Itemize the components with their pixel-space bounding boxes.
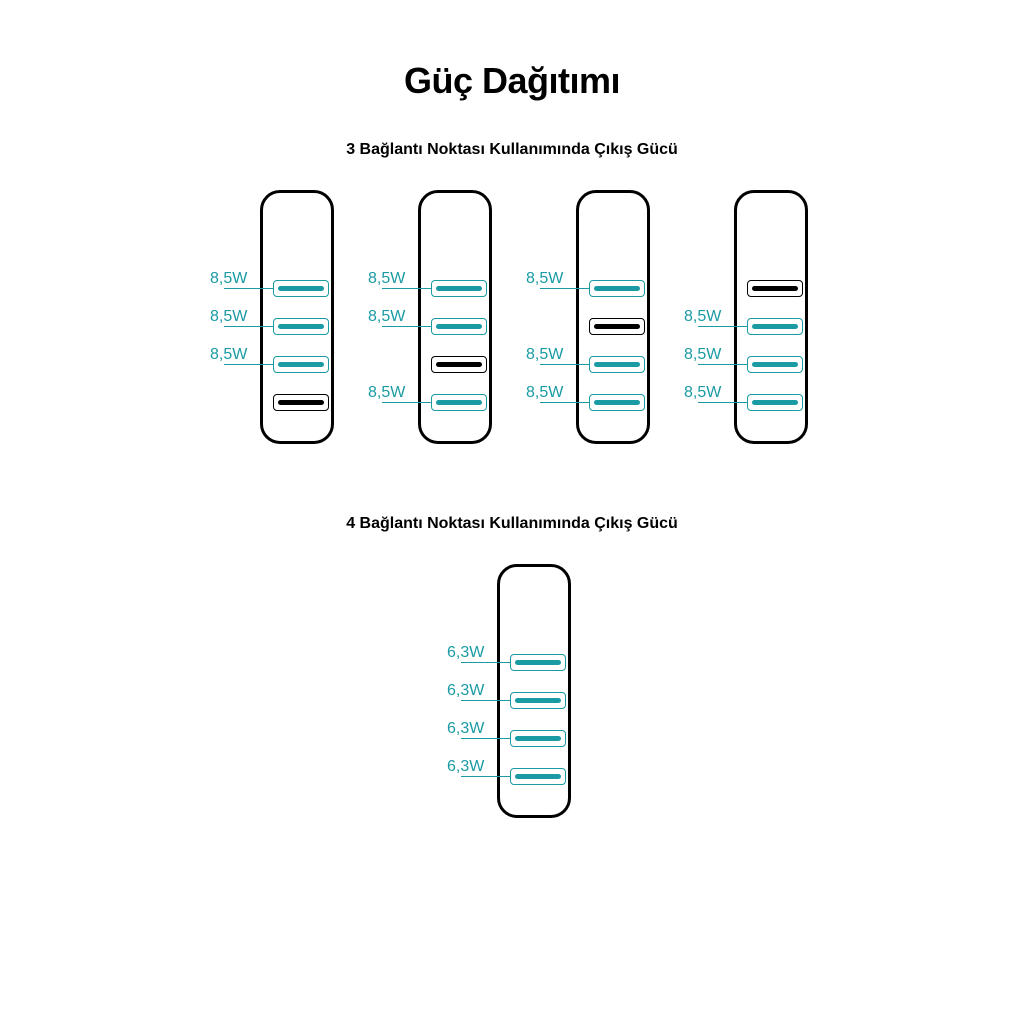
port-slot-icon [752, 400, 798, 405]
port-slot-icon [752, 286, 798, 291]
power-output-label: 8,5W [368, 308, 406, 325]
usb-c-port-active [431, 280, 487, 297]
power-output-label: 8,5W [526, 270, 564, 287]
usb-c-port-active [510, 692, 566, 709]
port-slot-icon [515, 660, 561, 665]
leader-line [224, 326, 273, 327]
power-output-label: 8,5W [210, 308, 248, 325]
power-output-label: 6,3W [447, 758, 485, 775]
power-output-label: 8,5W [684, 346, 722, 363]
usb-c-port-inactive [431, 356, 487, 373]
leader-line [461, 662, 510, 663]
leader-line [461, 700, 510, 701]
usb-c-port-active [589, 280, 645, 297]
charger-device [260, 190, 334, 444]
power-output-label: 8,5W [368, 384, 406, 401]
section-title-3-ports: 3 Bağlantı Noktası Kullanımında Çıkış Gü… [346, 141, 678, 158]
power-output-label: 6,3W [447, 720, 485, 737]
port-slot-icon [436, 362, 482, 367]
leader-line [224, 364, 273, 365]
power-output-label: 8,5W [210, 270, 248, 287]
leader-line [382, 288, 431, 289]
power-output-label: 6,3W [447, 682, 485, 699]
leader-line [382, 402, 431, 403]
usb-c-port-active [747, 394, 803, 411]
port-slot-icon [594, 286, 640, 291]
port-slot-icon [515, 736, 561, 741]
usb-c-port-inactive [589, 318, 645, 335]
leader-line [698, 326, 747, 327]
port-slot-icon [515, 774, 561, 779]
leader-line [698, 364, 747, 365]
port-slot-icon [278, 286, 324, 291]
leader-line [461, 738, 510, 739]
port-slot-icon [594, 324, 640, 329]
usb-c-port-active [589, 394, 645, 411]
leader-line [540, 364, 589, 365]
leader-line [698, 402, 747, 403]
usb-c-port-active [589, 356, 645, 373]
section-title-4-ports: 4 Bağlantı Noktası Kullanımında Çıkış Gü… [346, 515, 678, 532]
charger-device [734, 190, 808, 444]
power-output-label: 8,5W [684, 384, 722, 401]
charger-device [497, 564, 571, 818]
leader-line [224, 288, 273, 289]
usb-c-port-active [273, 280, 329, 297]
charger-device [576, 190, 650, 444]
port-slot-icon [515, 698, 561, 703]
port-slot-icon [436, 400, 482, 405]
power-output-label: 8,5W [684, 308, 722, 325]
port-slot-icon [594, 362, 640, 367]
leader-line [461, 776, 510, 777]
usb-c-port-active [273, 356, 329, 373]
port-slot-icon [278, 324, 324, 329]
port-slot-icon [752, 324, 798, 329]
usb-c-port-active [747, 318, 803, 335]
port-slot-icon [436, 286, 482, 291]
usb-c-port-inactive [747, 280, 803, 297]
usb-c-port-active [747, 356, 803, 373]
usb-c-port-active [510, 768, 566, 785]
usb-c-port-active [431, 318, 487, 335]
power-output-label: 8,5W [526, 384, 564, 401]
usb-c-port-active [431, 394, 487, 411]
leader-line [382, 326, 431, 327]
port-slot-icon [278, 362, 324, 367]
usb-c-port-active [510, 730, 566, 747]
power-output-label: 8,5W [210, 346, 248, 363]
port-slot-icon [594, 400, 640, 405]
power-output-label: 6,3W [447, 644, 485, 661]
port-slot-icon [278, 400, 324, 405]
leader-line [540, 402, 589, 403]
charger-device [418, 190, 492, 444]
power-output-label: 8,5W [368, 270, 406, 287]
power-output-label: 8,5W [526, 346, 564, 363]
leader-line [540, 288, 589, 289]
usb-c-port-active [273, 318, 329, 335]
port-slot-icon [752, 362, 798, 367]
port-slot-icon [436, 324, 482, 329]
usb-c-port-inactive [273, 394, 329, 411]
page-title: Güç Dağıtımı [403, 60, 621, 101]
usb-c-port-active [510, 654, 566, 671]
